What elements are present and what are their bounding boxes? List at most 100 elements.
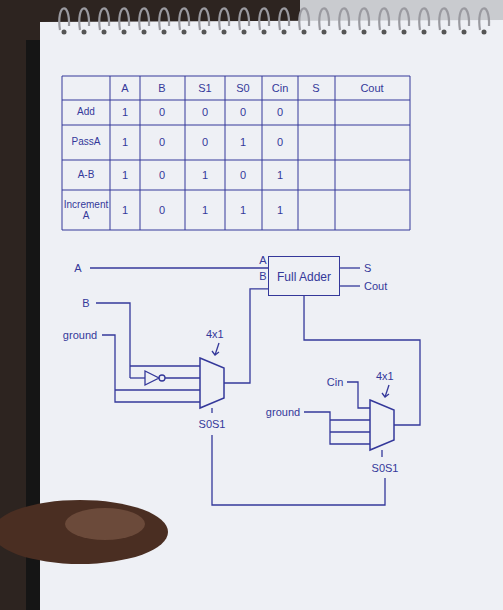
wire [90, 267, 268, 268]
circuit-wires [90, 268, 389, 505]
table-cell: 0 [240, 169, 246, 182]
arrow-head [382, 393, 389, 397]
binding-hole [442, 30, 447, 35]
block-label: Full Adder [277, 270, 331, 284]
wire [130, 377, 145, 378]
binding-hole [322, 30, 327, 35]
signal-label: S [364, 262, 371, 275]
spiral-loop [439, 8, 449, 30]
spiral-loop [99, 8, 109, 30]
table-cell: 1 [122, 136, 128, 149]
table-cell: 0 [277, 106, 283, 119]
mux-size-label: 4x1 [376, 370, 394, 382]
binding-hole [182, 30, 187, 35]
spiral-loop [79, 8, 89, 30]
binding-hole [142, 30, 147, 35]
table-cell: 1 [202, 204, 208, 217]
thumbnail [65, 508, 145, 540]
table-cell: 1 [277, 169, 283, 182]
thumb [0, 500, 168, 564]
signal-label: S0S1 [372, 462, 399, 475]
binding-hole [82, 30, 87, 35]
table-cell: 1 [240, 136, 246, 149]
binding-hole [222, 30, 227, 35]
table-cell: Add [77, 107, 95, 118]
spiral-loop [119, 8, 129, 30]
spiral-loop [139, 8, 149, 30]
table-cell: 0 [159, 136, 165, 149]
table-cell: B [158, 82, 165, 95]
table-cell: 0 [202, 136, 208, 149]
wire [347, 382, 370, 408]
signal-label: Cout [364, 280, 387, 293]
wire [340, 285, 360, 286]
table-cell: 1 [122, 106, 128, 119]
binding-hole [482, 30, 487, 35]
table-grid [62, 76, 410, 230]
wire-connector [224, 289, 268, 383]
wire [340, 267, 360, 268]
spiral-loop [199, 8, 209, 30]
wire [330, 419, 370, 420]
mux-trapezoid [370, 400, 394, 450]
table-cell: S0 [236, 82, 249, 95]
table-cell: 1 [240, 204, 246, 217]
binding-hole [382, 30, 387, 35]
table-cell: 0 [277, 136, 283, 149]
table-cell: 0 [202, 106, 208, 119]
signal-label: ground [266, 406, 300, 419]
inverter-bubble [159, 375, 165, 381]
spiral-loop [259, 8, 269, 30]
table-cell: A-B [78, 170, 95, 181]
wire [304, 412, 370, 444]
wire-connector [304, 296, 420, 425]
wire [212, 435, 385, 505]
mux-size-label: 4x1 [206, 328, 224, 340]
signal-label: S0S1 [199, 418, 226, 431]
binding-hole [242, 30, 247, 35]
binding-hole [202, 30, 207, 35]
table-cell: 0 [159, 106, 165, 119]
binding-hole [162, 30, 167, 35]
spiral-loop [279, 8, 289, 30]
table-cell: 1 [202, 169, 208, 182]
signal-label: B [259, 270, 266, 283]
paper [40, 20, 503, 610]
table-cell: Cin [272, 82, 289, 95]
wire [102, 335, 200, 402]
wire [381, 450, 382, 457]
binding-hole [302, 30, 307, 35]
table-cell: Increment A [63, 200, 109, 221]
wire [330, 431, 370, 432]
multiplexer-symbol: 4x1 [200, 358, 224, 408]
spiral-loop [399, 8, 409, 30]
table-cell: 0 [240, 106, 246, 119]
spiral-loop [219, 8, 229, 30]
signal-label: A [74, 262, 81, 275]
wire [165, 377, 200, 378]
table-cell: 1 [277, 204, 283, 217]
spiral-binding [59, 8, 489, 34]
spiral-loop [459, 8, 469, 30]
wire [130, 365, 200, 366]
binding-hole [262, 30, 267, 35]
full-adder-box: Full Adder [268, 256, 340, 296]
binding-hole [362, 30, 367, 35]
spiral-loop [339, 8, 349, 30]
table-cell: 1 [122, 169, 128, 182]
spiral-loop [479, 8, 489, 30]
binding-hole [342, 30, 347, 35]
inverter-symbol [145, 371, 159, 385]
table-cell: S [312, 82, 319, 95]
binding-hole [282, 30, 287, 35]
mux-trapezoid [200, 358, 224, 408]
signal-label: A [259, 254, 266, 267]
spiral-loop [299, 8, 309, 30]
spiral-loop [359, 8, 369, 30]
wire [96, 303, 130, 378]
spiral-loop [59, 8, 69, 30]
mux-outline [370, 400, 394, 450]
signal-label: ground [63, 329, 97, 342]
